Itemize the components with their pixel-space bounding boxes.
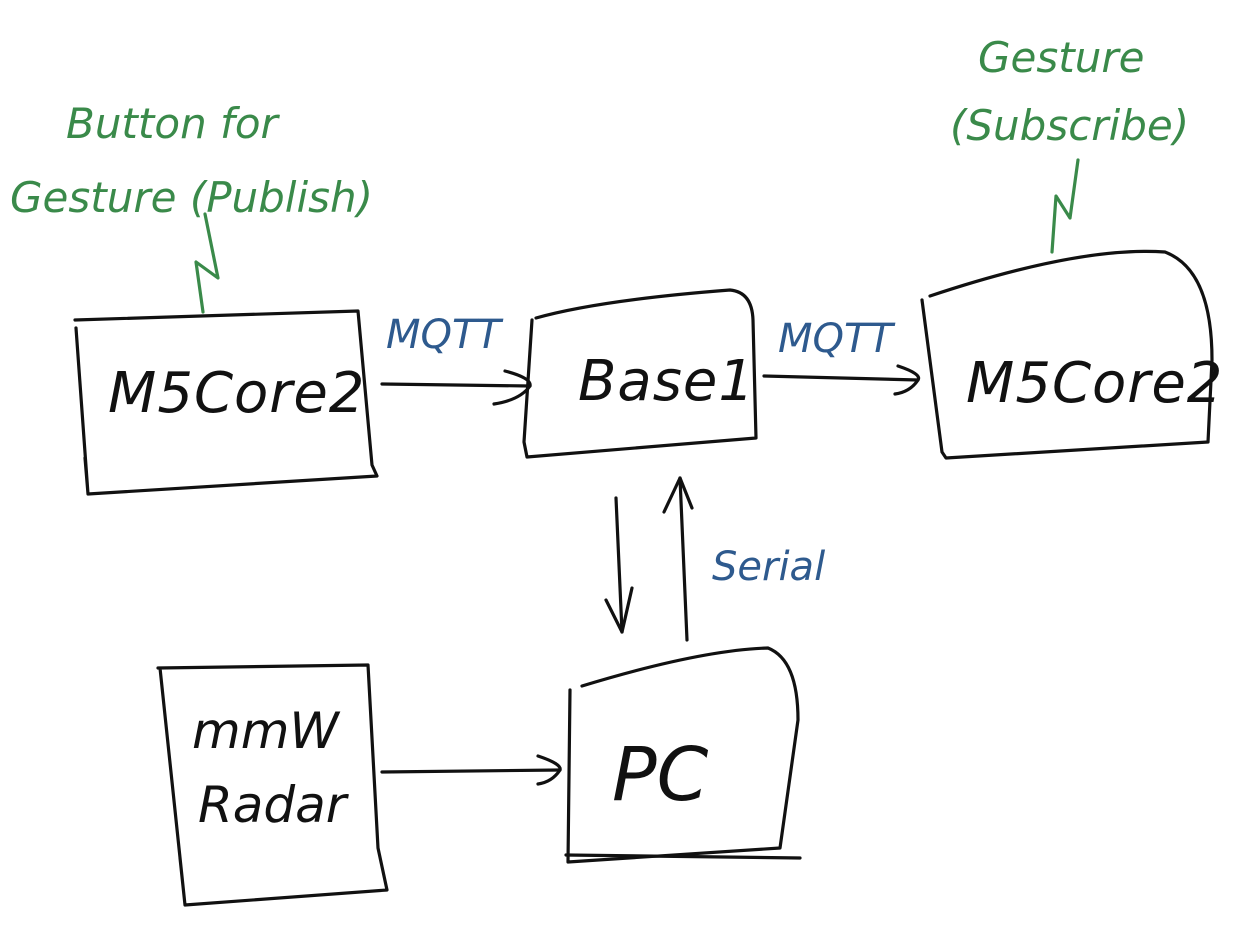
edge-base1-to-subscriber-line (762, 374, 920, 382)
edge-base1-to-pc-line (614, 496, 624, 634)
annotation-subscriber-note: Gesture (Subscribe) (950, 33, 1189, 254)
node-m5core2-subscriber-box (920, 249, 1214, 460)
node-mmw-radar-label-line1: mmW (192, 702, 340, 760)
edge-base1-to-pc-arrowhead (604, 586, 634, 634)
node-pc-label: PC (612, 732, 709, 818)
node-m5core2-subscriber: M5Core2 (920, 249, 1223, 460)
node-mmw-radar-label-line2: Radar (198, 776, 350, 834)
node-pc-bottom-line (564, 853, 802, 860)
node-base1: Base1 (522, 288, 758, 459)
annotation-publisher-note-connector (194, 212, 220, 314)
annotation-subscriber-note-line2: (Subscribe) (950, 101, 1189, 150)
annotation-publisher-note-line2: Gesture (Publish) (10, 173, 373, 222)
node-m5core2-publisher: M5Core2 (73, 309, 379, 496)
node-m5core2-publisher-box (73, 309, 379, 496)
edge-base1-to-subscriber: MQTT (762, 316, 921, 396)
edge-base1-pc-serial-label: Serial (712, 544, 825, 590)
annotation-subscriber-note-line1: Gesture (978, 33, 1144, 82)
node-pc: PC (564, 646, 802, 864)
edge-base1-to-subscriber-label: MQTT (778, 316, 896, 362)
edge-publisher-to-base1: MQTT (380, 312, 532, 406)
node-mmw-radar: mmW Radar (156, 663, 389, 907)
node-m5core2-subscriber-label: M5Core2 (966, 351, 1223, 416)
edge-publisher-to-base1-line (380, 382, 532, 388)
edge-base1-pc-serial: Serial (604, 476, 825, 642)
edge-radar-to-pc-line (380, 768, 562, 774)
edge-pc-to-base1-line (678, 476, 689, 642)
edge-radar-to-pc (380, 754, 562, 786)
node-m5core2-publisher-label: M5Core2 (108, 361, 365, 426)
edge-publisher-to-base1-label: MQTT (386, 312, 504, 358)
edge-base1-to-subscriber-arrowhead (893, 364, 921, 396)
annotation-publisher-note: Button for Gesture (Publish) (10, 99, 373, 314)
node-base1-box (522, 288, 758, 459)
edge-pc-to-base1-arrowhead (662, 476, 694, 514)
node-pc-box (566, 646, 800, 864)
edge-publisher-to-base1-arrowhead (492, 369, 532, 406)
edge-radar-to-pc-arrowhead (536, 754, 562, 786)
node-mmw-radar-box (156, 663, 389, 907)
node-base1-label: Base1 (578, 349, 755, 414)
annotation-subscriber-note-connector (1050, 158, 1080, 254)
annotation-publisher-note-line1: Button for (66, 99, 281, 148)
